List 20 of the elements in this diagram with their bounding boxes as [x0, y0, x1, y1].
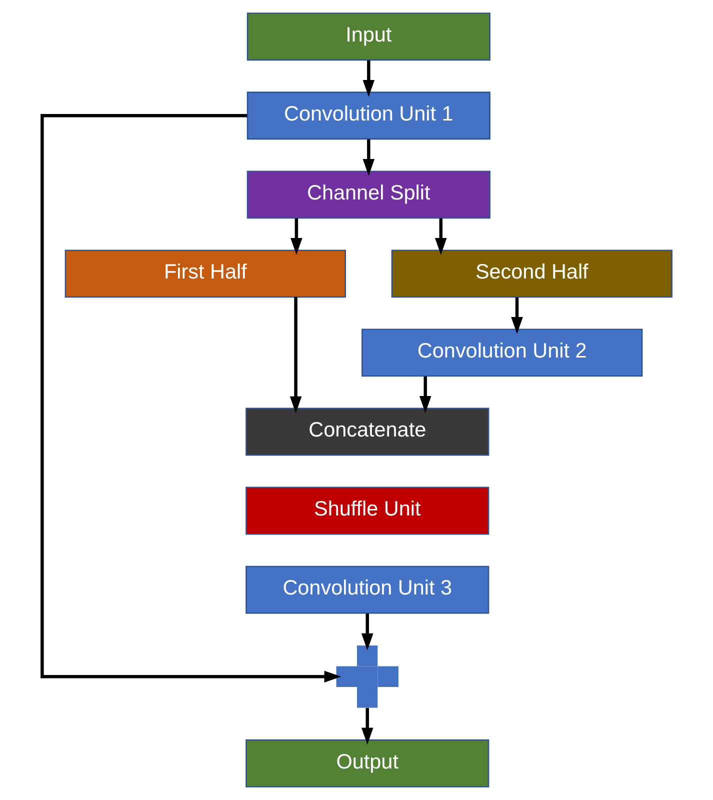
node-box: Channel Split	[246, 170, 490, 219]
arrow	[40, 114, 341, 682]
arrow	[289, 297, 302, 414]
arrow	[510, 297, 522, 334]
arrow	[360, 614, 373, 650]
arrow	[362, 60, 374, 97]
arrow	[290, 218, 302, 255]
node-box: Concatenate	[245, 408, 489, 456]
arrow	[362, 139, 374, 176]
node-box: Convolution Unit 2	[361, 328, 642, 377]
node-box: Convolution Unit 3	[245, 566, 489, 614]
node-box: First Half	[64, 250, 346, 298]
arrow	[434, 218, 446, 255]
arrow	[360, 708, 373, 745]
node-box: Convolution Unit 1	[246, 92, 490, 140]
node-box: Output	[245, 739, 489, 788]
arrow	[418, 376, 431, 413]
node-box: Input	[246, 12, 490, 61]
node-box: Shuffle Unit	[245, 486, 489, 535]
node-box: Second Half	[390, 250, 672, 298]
